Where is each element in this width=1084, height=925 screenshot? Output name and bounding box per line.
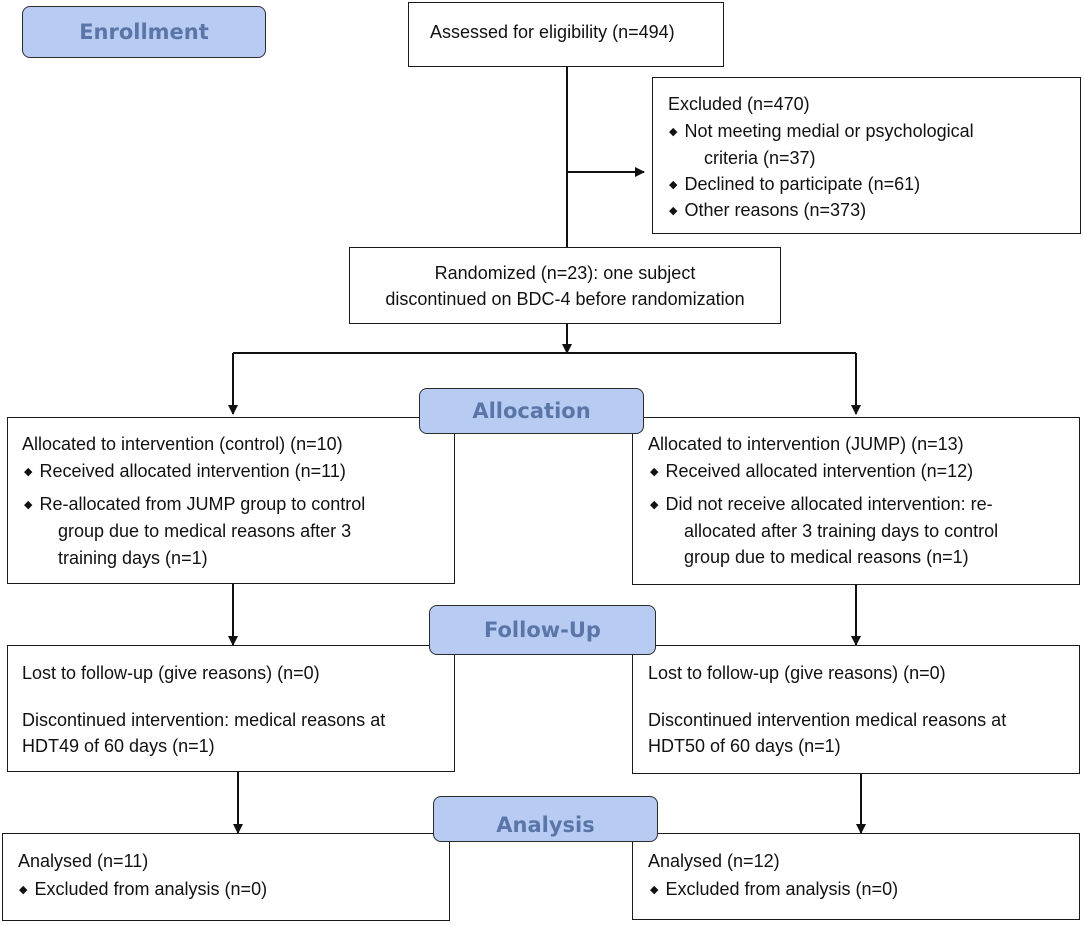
right-followup-lost: Lost to follow-up (give reasons) (n=0) — [648, 663, 946, 683]
left-allocation-item-2-text: Re-allocated from JUMP group to control — [39, 494, 366, 514]
bullet-icon: ◆ — [669, 126, 678, 138]
right-allocation-item-2-cont-1: allocated after 3 training days to contr… — [684, 521, 999, 541]
left-followup-disc-1: Discontinued intervention: medical reaso… — [22, 710, 386, 730]
right-allocation-item-1: ◆ Received allocated intervention (n=12) — [650, 458, 973, 487]
right-analysis-title: Analysed (n=12) — [648, 851, 780, 871]
right-analysis-item-1-text: Excluded from analysis (n=0) — [665, 879, 899, 899]
bullet-icon: ◆ — [24, 466, 33, 478]
right-analysis-box: Analysed (n=12) ◆ Excluded from analysis … — [632, 833, 1080, 920]
stage-label-allocation: Allocation — [419, 388, 644, 434]
randomized-text-1: Randomized (n=23): one subject — [434, 263, 696, 283]
excluded-title: Excluded (n=470) — [668, 94, 810, 114]
randomized-text-2: discontinued on BDC-4 before randomizati… — [385, 289, 745, 309]
right-analysis-item-1: ◆ Excluded from analysis (n=0) — [650, 876, 898, 905]
excluded-item-1-text: Not meeting medial or psychological — [684, 121, 974, 141]
left-allocation-title: Allocated to intervention (control) (n=1… — [22, 434, 343, 454]
bullet-icon: ◆ — [669, 205, 678, 217]
randomized-box: Randomized (n=23): one subject discontin… — [349, 247, 781, 324]
bullet-icon: ◆ — [19, 884, 28, 896]
assessed-box: Assessed for eligibility (n=494) — [408, 2, 724, 67]
left-followup-lost: Lost to follow-up (give reasons) (n=0) — [22, 663, 320, 683]
left-analysis-item-1: ◆ Excluded from analysis (n=0) — [19, 876, 267, 905]
stage-label-followup: Follow-Up — [429, 605, 656, 655]
right-followup-disc-1: Discontinued intervention medical reason… — [648, 710, 1007, 730]
right-allocation-item-2-text: Did not receive allocated intervention: … — [665, 494, 993, 514]
left-analysis-box: Analysed (n=11) ◆ Excluded from analysis … — [2, 833, 450, 921]
excluded-item-1: ◆ Not meeting medial or psychological — [669, 118, 974, 147]
right-followup-box: Lost to follow-up (give reasons) (n=0) D… — [632, 645, 1080, 774]
left-followup-disc-2: HDT49 of 60 days (n=1) — [22, 736, 215, 756]
stage-label-enrollment: Enrollment — [22, 6, 266, 58]
bullet-icon: ◆ — [669, 179, 678, 191]
left-analysis-item-1-text: Excluded from analysis (n=0) — [34, 879, 268, 899]
left-followup-box: Lost to follow-up (give reasons) (n=0) D… — [7, 645, 455, 772]
left-allocation-item-1-text: Received allocated intervention (n=11) — [39, 461, 346, 481]
right-allocation-box: Allocated to intervention (JUMP) (n=13) … — [632, 417, 1080, 585]
excluded-item-1-cont: criteria (n=37) — [704, 148, 816, 168]
stage-label-followup-text: Follow-Up — [484, 618, 601, 642]
left-allocation-item-2-cont-1: group due to medical reasons after 3 — [58, 521, 352, 541]
left-allocation-item-1: ◆ Received allocated intervention (n=11) — [24, 458, 346, 487]
bullet-icon: ◆ — [24, 499, 33, 511]
right-allocation-item-2-cont-2: group due to medical reasons (n=1) — [684, 547, 969, 567]
bullet-icon: ◆ — [650, 466, 659, 478]
right-allocation-item-2: ◆ Did not receive allocated intervention:… — [650, 491, 993, 520]
right-followup-disc-2: HDT50 of 60 days (n=1) — [648, 736, 841, 756]
assessed-text: Assessed for eligibility (n=494) — [430, 22, 675, 42]
excluded-item-3-text: Other reasons (n=373) — [684, 200, 867, 220]
stage-label-enrollment-text: Enrollment — [79, 20, 209, 44]
left-allocation-item-2-cont-2: training days (n=1) — [58, 548, 208, 568]
left-allocation-item-2: ◆ Re-allocated from JUMP group to control — [24, 491, 365, 520]
stage-label-analysis-text: Analysis — [496, 813, 595, 837]
right-allocation-item-1-text: Received allocated intervention (n=12) — [665, 461, 974, 481]
excluded-item-2: ◆ Declined to participate (n=61) — [669, 171, 920, 200]
excluded-item-3: ◆ Other reasons (n=373) — [669, 197, 866, 226]
right-allocation-title: Allocated to intervention (JUMP) (n=13) — [648, 434, 964, 454]
bullet-icon: ◆ — [650, 884, 659, 896]
left-analysis-title: Analysed (n=11) — [18, 851, 149, 871]
bullet-icon: ◆ — [650, 499, 659, 511]
left-allocation-box: Allocated to intervention (control) (n=1… — [7, 417, 455, 584]
stage-label-allocation-text: Allocation — [472, 399, 591, 423]
excluded-item-2-text: Declined to participate (n=61) — [684, 174, 921, 194]
excluded-box: Excluded (n=470) ◆ Not meeting medial or … — [652, 77, 1081, 234]
stage-label-analysis: Analysis — [433, 796, 658, 842]
